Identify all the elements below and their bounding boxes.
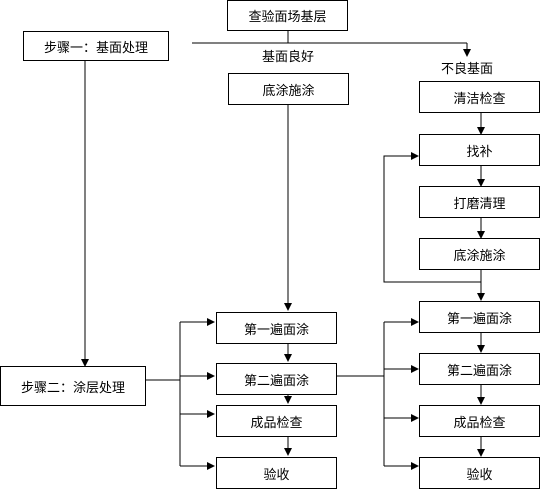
- node-left-inspect-label: 成品检查: [250, 415, 303, 431]
- node-left-coat1-label: 第一遍面涂: [243, 322, 309, 338]
- node-top-label: 查验面场基层: [248, 10, 327, 25]
- node-left-accept-label: 验收: [263, 467, 290, 483]
- node-clean-check-label: 清洁检查: [453, 91, 506, 107]
- node-right-accept: 验收: [419, 457, 540, 489]
- node-patch: 找补: [419, 134, 540, 166]
- node-right-coat1-label: 第一遍面涂: [446, 311, 512, 327]
- node-clean-check: 清洁检查: [419, 81, 540, 113]
- node-left-coat2: 第二遍面涂: [216, 363, 337, 395]
- node-base-coat-right-label: 底涂施涂: [453, 248, 506, 264]
- node-right-coat2: 第二遍面涂: [419, 353, 540, 385]
- node-grind-clean-label: 打磨清理: [453, 196, 506, 212]
- node-right-coat2-label: 第二遍面涂: [446, 363, 512, 379]
- feedback-loop-to-patch: [383, 152, 481, 283]
- node-right-coat1: 第一遍面涂: [419, 301, 540, 333]
- node-step1-label: 步骤一：基面处理: [43, 40, 148, 56]
- node-grind-clean: 打磨清理: [419, 186, 540, 218]
- node-step2: 步骤二：涂层处理: [0, 366, 146, 406]
- node-step1: 步骤一：基面处理: [23, 31, 169, 61]
- node-step2-label: 步骤二：涂层处理: [20, 380, 125, 396]
- node-right-inspect-label: 成品检查: [453, 415, 506, 431]
- node-left-coat1: 第一遍面涂: [216, 312, 337, 344]
- label-good-base: 基面良好: [262, 50, 315, 65]
- node-right-inspect: 成品检查: [419, 405, 540, 437]
- node-patch-label: 找补: [466, 144, 493, 160]
- node-right-accept-label: 验收: [466, 467, 493, 483]
- node-base-coat-left: 底涂施涂: [228, 73, 349, 105]
- node-left-coat2-label: 第二遍面涂: [243, 373, 309, 389]
- node-base-coat-left-label: 底涂施涂: [262, 83, 315, 99]
- node-base-coat-right: 底涂施涂: [419, 238, 540, 270]
- node-top: 查验面场基层: [227, 0, 348, 31]
- node-left-inspect: 成品检查: [216, 405, 337, 437]
- node-left-accept: 验收: [216, 457, 337, 489]
- label-bad-base: 不良基面: [441, 62, 494, 77]
